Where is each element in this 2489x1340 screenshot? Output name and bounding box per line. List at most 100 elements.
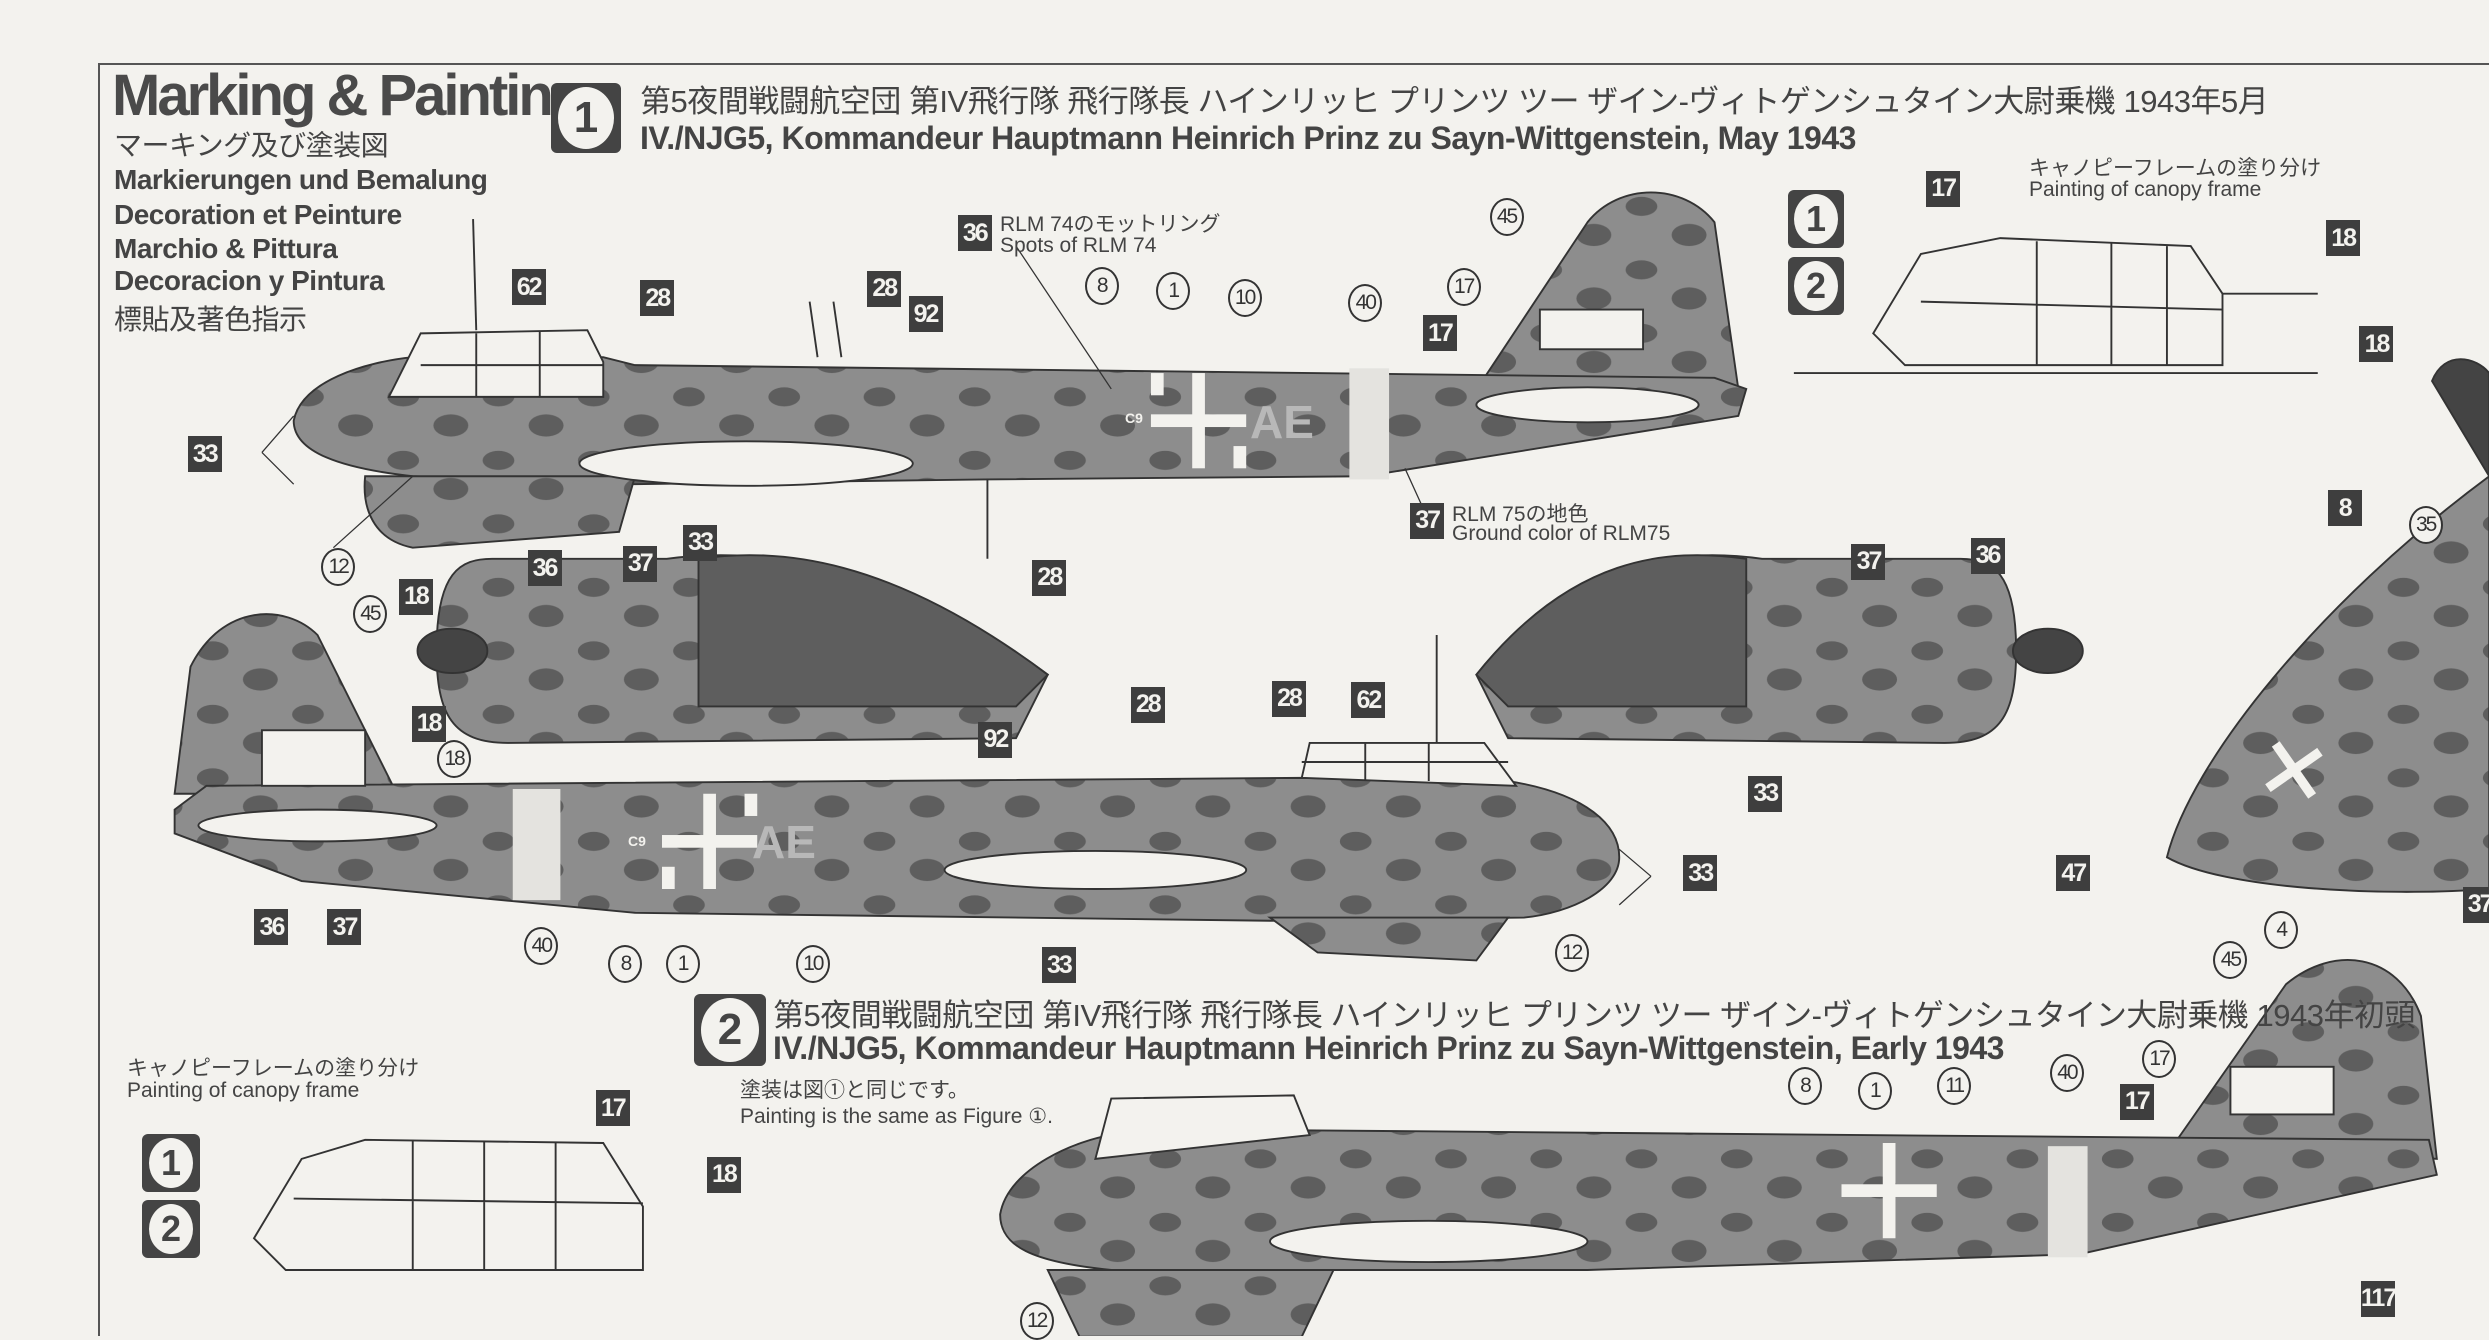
aircraft-code-1: C9 — [1125, 410, 1143, 426]
canopy-frame-detail-top — [1793, 237, 2318, 375]
canopy-label-en-top: Painting of canopy frame — [2029, 178, 2262, 201]
page-title: Marking & Painting — [112, 63, 586, 128]
color-callout: 18 — [2359, 326, 2394, 363]
decal-callout: 1 — [1156, 271, 1191, 310]
decal-callout: 1 — [665, 944, 700, 983]
color-callout: 33 — [1683, 855, 1718, 892]
color-callout: 37 — [1851, 543, 1886, 580]
decal-callout: 18 — [437, 739, 472, 778]
color-callout: 28 — [1130, 686, 1165, 723]
scheme-2-title-jp: 第5夜間戦闘航空団 第IV飛行隊 飛行隊長 ハインリッヒ プリンツ ツー ザイン… — [773, 998, 2415, 1033]
decal-callout: 40 — [1348, 284, 1383, 323]
color-callout: 28 — [640, 280, 675, 317]
color-callout: 18 — [706, 1156, 741, 1193]
color-callout: 47 — [2056, 855, 2091, 892]
decal-callout: 17 — [2142, 1039, 2176, 1078]
scheme-2-note-en: Painting is the same as Figure ①. — [740, 1105, 1053, 1128]
color-callout: 36 — [957, 215, 992, 252]
scheme-1-title-en: IV./NJG5, Kommandeur Hauptmann Heinrich … — [640, 120, 1856, 156]
canopy-label-jp-bottom: キャノピーフレームの塗り分け — [127, 1057, 420, 1080]
color-callout: 17 — [1422, 315, 1457, 352]
canopy-badge-number: 1 — [149, 1138, 193, 1188]
canopy-label-jp-top: キャノピーフレームの塗り分け — [2029, 157, 2322, 180]
color-callout: 36 — [1970, 537, 2005, 574]
aircraft-side-view-3 — [999, 959, 2438, 1336]
color-callout: 62 — [511, 269, 546, 306]
aircraft-letters-1: AE — [1250, 396, 1314, 448]
color-callout: 37 — [327, 909, 362, 946]
color-callout: 92 — [978, 721, 1013, 758]
canopy-label-en-bottom: Painting of canopy frame — [127, 1079, 360, 1102]
decal-callout: 10 — [795, 944, 830, 983]
decal-callout: 12 — [1019, 1301, 1054, 1340]
subtitle-spanish: Decoracion y Pintura — [114, 265, 385, 296]
color-callout: 33 — [683, 524, 718, 561]
color-callout: 17 — [595, 1090, 630, 1127]
color-callout: 17 — [1926, 170, 1961, 207]
engine-nacelles-view — [416, 554, 2084, 744]
decal-callout: 45 — [1489, 198, 1524, 237]
decal-callout: 10 — [1227, 279, 1262, 318]
color-callout: 62 — [1351, 682, 1386, 719]
scheme-2-number: 2 — [701, 998, 759, 1062]
color-callout: 18 — [398, 578, 433, 615]
color-callout: 33 — [1748, 775, 1783, 812]
decal-callout: 8 — [1084, 266, 1119, 305]
subtitle-japanese: マーキング及び塗装図 — [114, 130, 389, 161]
decal-callout: 17 — [1446, 268, 1481, 307]
color-callout: 117 — [2361, 1280, 2397, 1317]
scheme-1-title-jp: 第5夜間戦闘航空団 第IV飛行隊 飛行隊長 ハインリッヒ プリンツ ツー ザイン… — [640, 84, 2269, 119]
color-callout: 36 — [527, 550, 562, 587]
scheme-2-badge: 2 — [694, 994, 766, 1066]
color-callout: 8 — [2327, 490, 2362, 526]
canopy-frame-detail-bottom — [252, 1138, 644, 1271]
color-callout: 18 — [2326, 220, 2361, 257]
aircraft-code-2: C9 — [628, 833, 646, 849]
spots-label-en: Spots of RLM 74 — [1000, 234, 1157, 257]
color-callout: 33 — [1041, 947, 1076, 984]
color-callout: 36 — [254, 909, 289, 946]
page-frame-top — [98, 63, 2489, 65]
color-callout: 37 — [2462, 886, 2489, 923]
decal-callout: 12 — [1554, 933, 1589, 972]
decal-callout: 11 — [1937, 1066, 1972, 1105]
spots-label-jp: RLM 74のモットリング — [1000, 213, 1221, 236]
scheme-2-note-jp: 塗装は図①と同じです。 — [740, 1079, 969, 1102]
color-callout: 33 — [187, 436, 222, 473]
decal-callout: 45 — [352, 595, 387, 634]
color-callout: 28 — [1032, 559, 1067, 596]
aircraft-letters-2: AE — [752, 816, 816, 868]
decal-callout: 40 — [524, 927, 559, 966]
color-callout: 28 — [867, 270, 902, 307]
decal-callout: 8 — [1787, 1066, 1822, 1105]
canopy-badge-2-bottom: 2 — [142, 1200, 200, 1258]
subtitle-french: Decoration et Peinture — [114, 199, 402, 230]
page-frame-left — [98, 63, 100, 1336]
aircraft-top-view-partial — [2165, 358, 2489, 893]
decal-callout: 12 — [321, 547, 356, 586]
decal-callout: 45 — [2213, 941, 2248, 980]
subtitle-italian: Marchio & Pittura — [114, 233, 338, 264]
color-callout: 18 — [411, 705, 446, 742]
scheme-1-number: 1 — [558, 87, 614, 149]
canopy-badge-2-top: 2 — [1788, 257, 1844, 315]
ground-color-label-jp: RLM 75の地色 — [1452, 503, 1589, 526]
canopy-badge-1-bottom: 1 — [142, 1134, 200, 1192]
color-callout: 37 — [622, 545, 657, 582]
decal-callout: 1 — [1857, 1071, 1892, 1110]
scheme-1-badge: 1 — [551, 83, 621, 153]
canopy-badge-number: 2 — [149, 1204, 193, 1254]
decal-callout: 35 — [2408, 506, 2443, 545]
color-callout: 17 — [2119, 1083, 2154, 1120]
subtitle-german: Markierungen und Bemalung — [114, 164, 488, 195]
decal-callout: 40 — [2049, 1054, 2084, 1093]
color-callout: 37 — [1410, 502, 1445, 539]
decal-callout: 4 — [2264, 911, 2299, 950]
canopy-badge-number: 1 — [1794, 194, 1838, 244]
aircraft-side-view-2 — [173, 613, 1621, 962]
decal-callout: 8 — [608, 944, 643, 983]
subtitle-chinese: 標貼及著色指示 — [114, 304, 307, 335]
color-callout: 28 — [1272, 680, 1307, 717]
color-callout: 92 — [908, 296, 943, 333]
